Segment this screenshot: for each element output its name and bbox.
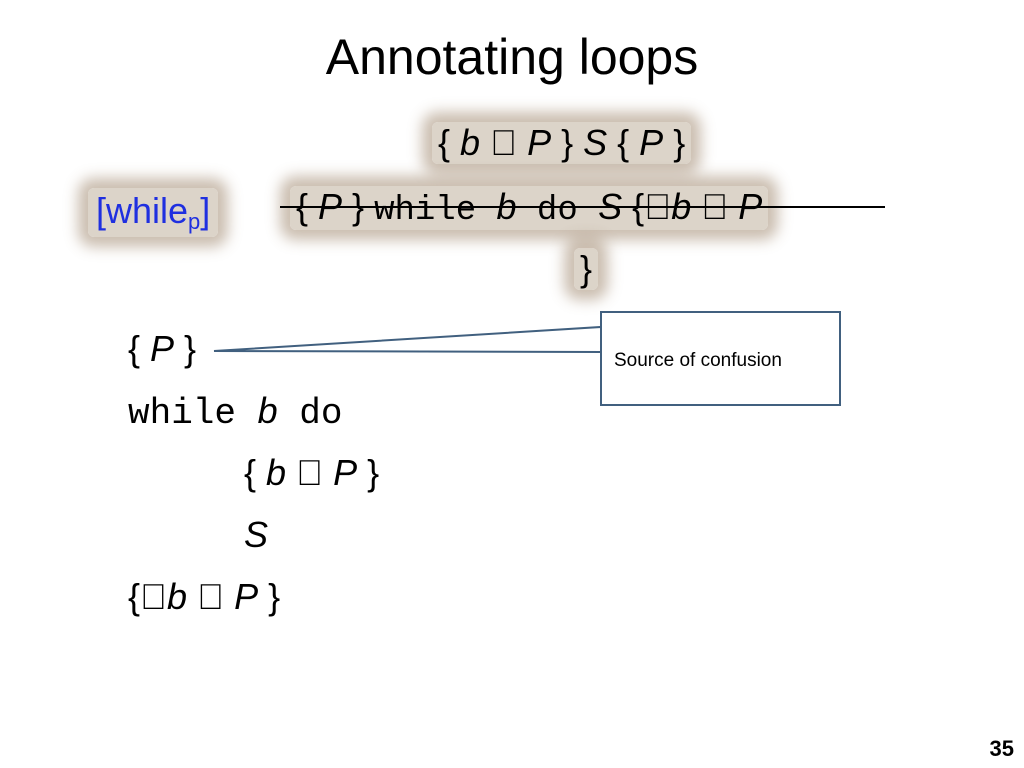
page-number: 35 xyxy=(989,736,1014,761)
rule-premise: { b   P } S { P } xyxy=(432,122,692,164)
slide-title: Annotating loops xyxy=(325,29,699,85)
code-line-precondition: { P } xyxy=(128,328,197,369)
rule-conclusion: { P } while b do S { b   P xyxy=(290,186,769,230)
code-line-loop-invariant: { b   P } xyxy=(244,452,380,493)
callout-box: Source of confusion xyxy=(600,311,841,406)
code-line-postcondition: { b   P } xyxy=(128,576,281,617)
code-line-while: while b do xyxy=(128,390,343,434)
callout-text: Source of confusion xyxy=(614,350,782,371)
rule-name-bracket: ] xyxy=(200,190,211,231)
rule-name-label: [whilep] xyxy=(88,188,219,237)
rule-conclusion-close: } xyxy=(574,248,599,290)
code-line-body: S xyxy=(244,514,269,555)
inference-line xyxy=(280,206,885,208)
rule-name-text: [while xyxy=(96,190,189,231)
rule-name-subscript: p xyxy=(188,209,201,234)
